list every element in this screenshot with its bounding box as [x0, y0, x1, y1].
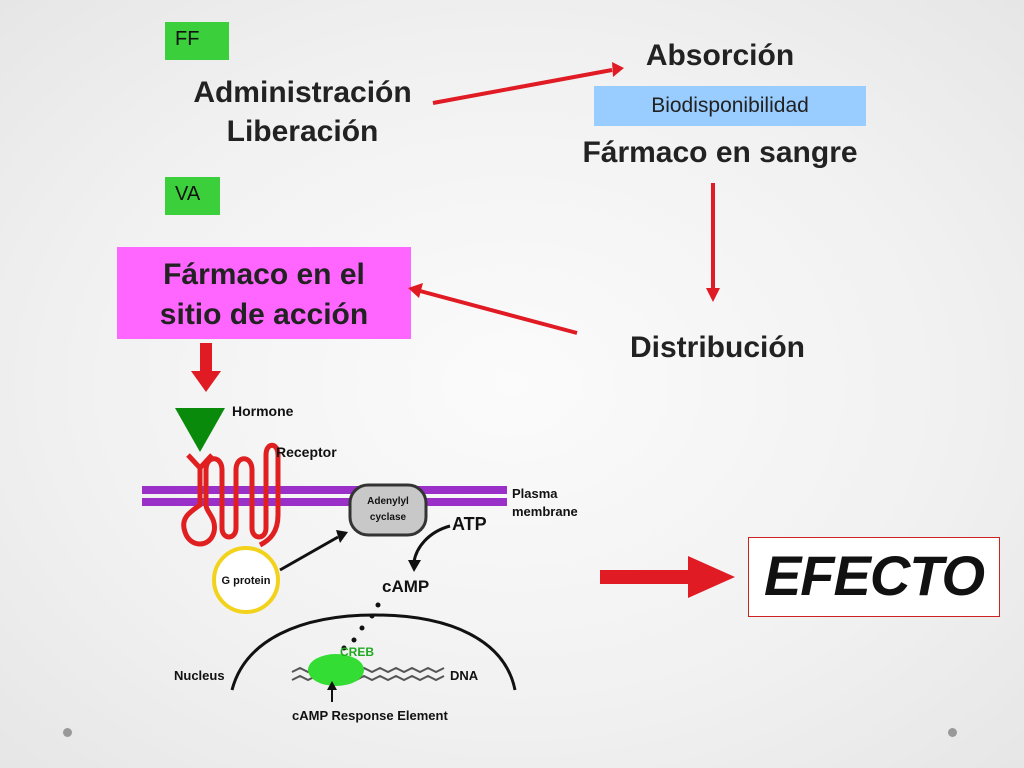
plasma-label: Plasma — [512, 486, 558, 501]
sitio-line1: Fármaco en el — [163, 258, 365, 291]
membrane-top-band — [142, 486, 507, 494]
arrowhead-absorcion — [612, 62, 624, 77]
arrowhead-down — [191, 371, 221, 392]
arrowhead-sitio — [408, 283, 423, 298]
arrow-to-sitio — [419, 289, 578, 335]
membrane-bottom-band — [142, 498, 507, 506]
response-element-label: cAMP Response Element — [292, 708, 448, 723]
gprotein-arrow — [279, 535, 339, 572]
hormone-label: Hormone — [232, 403, 294, 419]
receptor-icon — [181, 442, 281, 548]
arrowhead-distribucion — [706, 288, 720, 302]
sitio-line2: sitio de acción — [159, 298, 369, 331]
arrow-down-shaft — [200, 343, 212, 373]
nucleus-envelope — [230, 613, 517, 691]
efecto-box: EFECTO — [748, 537, 1000, 617]
adenylyl-cyclase-icon — [348, 483, 428, 537]
nucleus-label: Nucleus — [174, 668, 225, 683]
adenylyl-label: Adenylyl — [367, 496, 409, 507]
va-label: VA — [175, 183, 201, 205]
creb-label: CREB — [340, 645, 374, 659]
gprotein-arrowhead — [336, 530, 348, 543]
va-tag: VA — [165, 177, 220, 215]
response-element-arrowhead — [327, 681, 337, 690]
camp-dot — [351, 637, 357, 643]
creb-icon — [308, 654, 364, 686]
camp-dot — [359, 625, 365, 631]
membrane-label: membrane — [512, 504, 578, 519]
slide-dot-right — [948, 728, 957, 737]
g-protein-label: G protein — [222, 575, 271, 587]
administracion-label: Administración — [193, 76, 412, 109]
atp-arrowhead — [408, 560, 421, 572]
dna-label: DNA — [450, 668, 479, 683]
hormone-icon — [175, 408, 225, 452]
cyclase-label: cyclase — [370, 512, 407, 523]
g-protein-icon — [212, 546, 280, 614]
slide-dot-left — [63, 728, 72, 737]
ff-label: FF — [175, 28, 200, 50]
biodisponibilidad-box: Biodisponibilidad — [594, 86, 866, 126]
sitio-accion-box: Fármaco en el sitio de acción — [117, 247, 411, 339]
atp-arrow — [412, 524, 451, 563]
camp-label: cAMP — [382, 577, 429, 596]
arrow-to-absorcion — [432, 68, 613, 105]
ff-tag: FF — [165, 22, 229, 60]
efecto-label: EFECTO — [763, 544, 985, 607]
arrow-to-efecto-shaft — [600, 570, 692, 584]
atp-label: ATP — [452, 514, 487, 534]
farmaco-sangre-label: Fármaco en sangre — [582, 136, 858, 169]
receptor-label: Receptor — [276, 444, 337, 460]
camp-dot — [341, 645, 347, 651]
distribucion-label: Distribución — [629, 331, 805, 364]
absorcion-label: Absorción — [645, 39, 795, 72]
cell-signaling-diagram: Hormone Receptor Plasma membrane Adenyly… — [142, 403, 578, 723]
liberacion-label: Liberación — [226, 115, 379, 148]
biodisponibilidad-label: Biodisponibilidad — [651, 94, 809, 117]
camp-dot — [375, 602, 381, 608]
arrowhead-efecto — [688, 556, 735, 598]
